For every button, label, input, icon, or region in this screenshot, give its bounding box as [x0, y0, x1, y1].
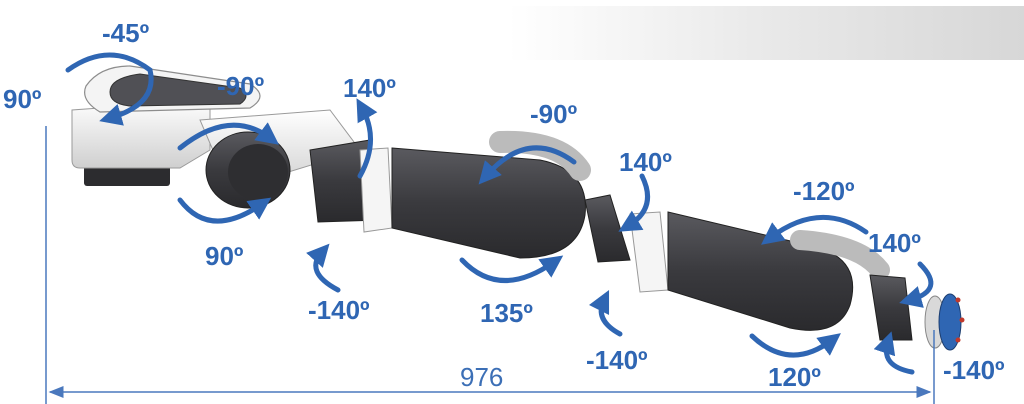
- angle-label-7: -90º: [530, 99, 578, 129]
- rotation-arrow-5: [306, 243, 341, 293]
- rotation-arrow-11: [749, 333, 841, 358]
- angle-label-9: 135º: [480, 298, 533, 328]
- angle-label-3: -90º: [217, 71, 265, 101]
- angle-label-14: -140º: [943, 355, 1005, 385]
- background-banner: [508, 6, 1024, 60]
- angle-label-11: -120º: [793, 176, 855, 206]
- rotation-arrow-3: [177, 197, 272, 224]
- rotation-arrow-10: [761, 214, 869, 245]
- angle-label-5: 90º: [205, 241, 244, 271]
- angle-label-6: -140º: [308, 295, 370, 325]
- rotation-arrow-8: [618, 173, 651, 232]
- link-forearm-2: [629, 211, 890, 331]
- link-forearm-1: [359, 130, 631, 263]
- angle-label-12: 140º: [868, 228, 921, 258]
- dimension-line: [45, 126, 935, 404]
- angle-label-8: 140º: [619, 147, 672, 177]
- angle-label-4: 140º: [343, 73, 396, 103]
- rotation-arrow-13: [873, 331, 915, 375]
- rotation-arrow-4: [356, 98, 378, 179]
- rotation-arrow-6: [478, 145, 577, 185]
- angle-label-2: 90º: [3, 84, 42, 114]
- dimension-length-label: 976: [460, 362, 504, 392]
- rotation-arrow-7: [459, 255, 564, 283]
- angle-label-13: 120º: [768, 362, 821, 392]
- angle-label-10: -140º: [586, 345, 648, 375]
- angle-label-1: -45º: [102, 18, 150, 48]
- rotation-arrow-9: [588, 289, 623, 337]
- rotation-arrows: [65, 52, 934, 375]
- rotation-arrow-1: [65, 52, 154, 126]
- wrist-flange: [869, 274, 965, 351]
- rotation-arrow-2: [177, 122, 280, 151]
- rotation-arrow-12: [899, 261, 934, 308]
